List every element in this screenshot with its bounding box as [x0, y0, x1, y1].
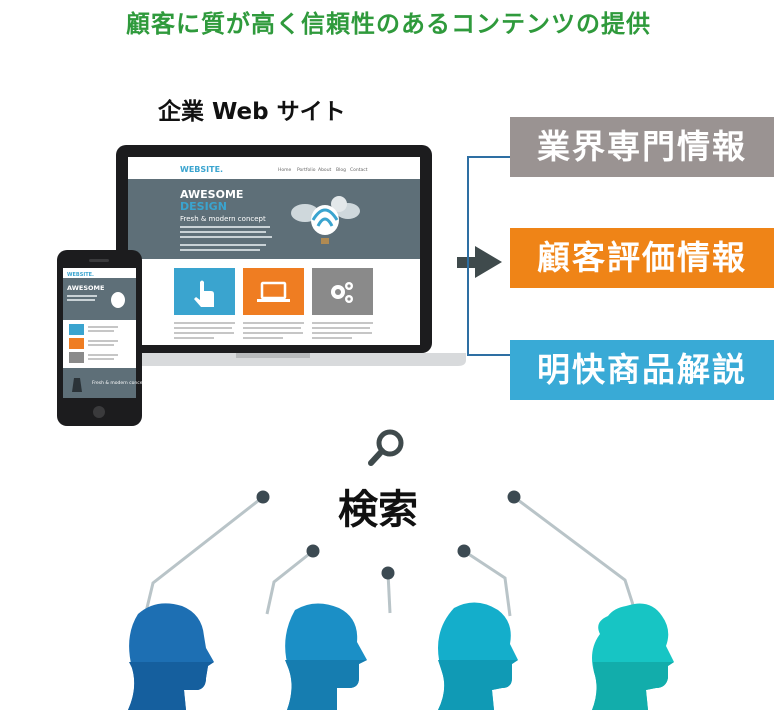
search-icon [368, 429, 404, 466]
mockup-hero-title: AWESOME [180, 188, 243, 201]
phone-caption: Fresh & modern concept [92, 380, 147, 386]
person-head-icon [285, 603, 367, 710]
mockup-logo: WEBSITE. [180, 165, 223, 174]
tag-label: 業界専門情報 [537, 127, 747, 166]
phone-logo: WEBSITE. [67, 272, 94, 278]
tag-customer-reviews: 顧客評価情報 [510, 228, 774, 288]
person-head-icon [592, 603, 674, 710]
gear-icon [331, 282, 353, 303]
phone-title: AWESOME [67, 284, 104, 292]
tag-label: 明快商品解説 [537, 350, 747, 389]
mockup-hero-title-2: DESIGN [180, 200, 227, 213]
site-label: 企業 Web サイト [158, 99, 346, 125]
search-label: 検索 [338, 487, 418, 533]
connection-lines [144, 495, 637, 617]
tag-label: 顧客評価情報 [537, 238, 747, 277]
smartphone: WEBSITE. AWESOME Fresh & modern concept [57, 250, 147, 426]
person-head-icon [438, 602, 518, 710]
mockup-hero-subtitle: Fresh & modern concept [180, 215, 266, 223]
mockup-nav-item: About [318, 167, 332, 173]
tag-product-explanation: 明快商品解説 [510, 340, 774, 400]
person-head-icon [128, 603, 214, 710]
laptop-icon [257, 281, 290, 302]
mockup-nav-item: Home [278, 167, 292, 173]
headline: 顧客に質が高く信頼性のあるコンテンツの提供 [126, 10, 651, 38]
tag-industry-info: 業界専門情報 [510, 117, 774, 177]
mockup-nav-item: Contact [350, 167, 368, 173]
mockup-nav-item: Blog [336, 167, 346, 173]
bracket-connector [467, 156, 510, 356]
balloon-icon [291, 196, 360, 244]
mockup-nav-item: Portfolio [297, 167, 316, 173]
hand-pointer-icon [194, 280, 214, 307]
laptop: WEBSITE. Home Portfolio About Blog Conta… [100, 145, 466, 366]
mockup-nav: Home Portfolio About Blog Contact [278, 167, 368, 173]
connection-dots [256, 490, 521, 580]
